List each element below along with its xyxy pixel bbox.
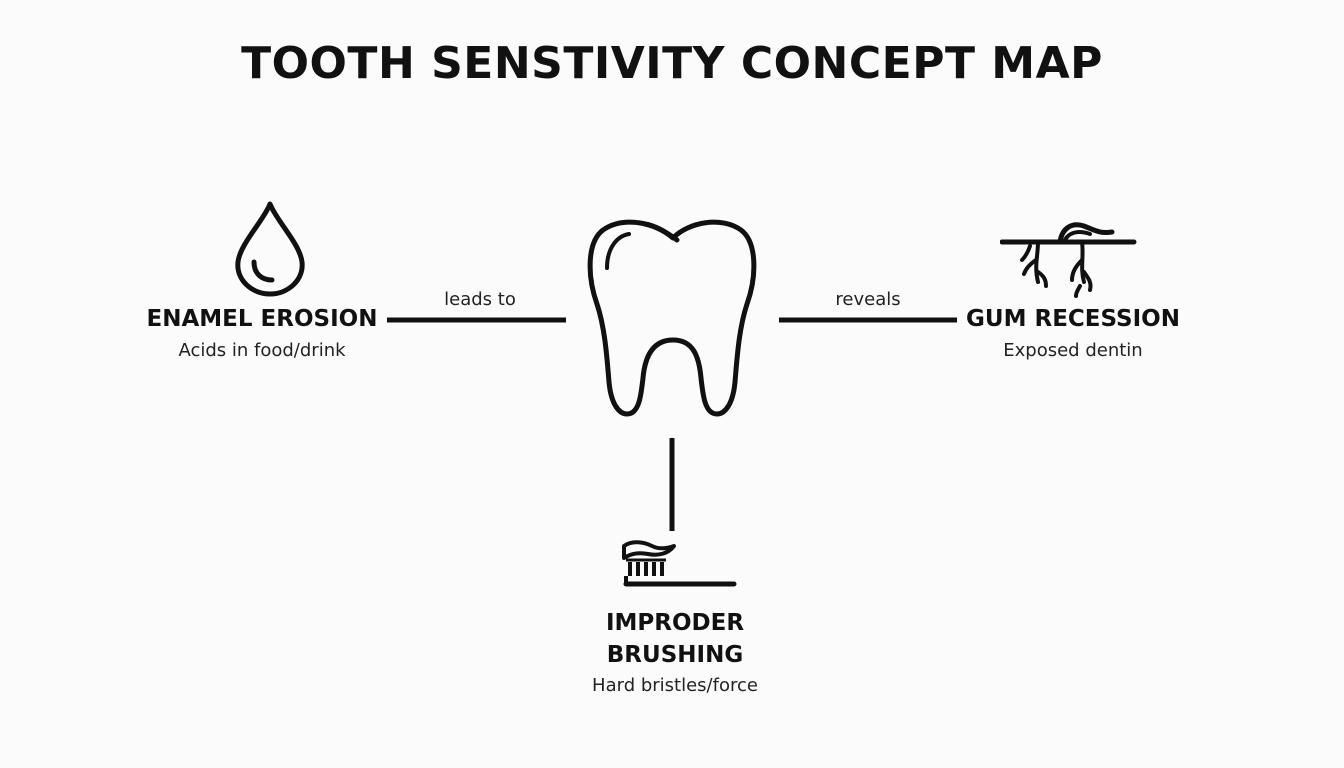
water-drop-icon xyxy=(235,201,305,297)
improper-brushing-title-line1: IMPRODER xyxy=(605,610,745,636)
enamel-erosion-subtitle: Acids in food/drink xyxy=(178,340,346,361)
gum-recession-subtitle: Exposed dentin xyxy=(1003,340,1143,361)
improper-brushing-title-line2: BRUSHING xyxy=(606,642,744,668)
toothbrush-icon xyxy=(622,540,737,587)
gum-recession-title: GUM RECESSION xyxy=(966,306,1180,332)
edge-label-leads-to: leads to xyxy=(444,289,516,310)
edge-label-reveals: reveals xyxy=(835,289,901,310)
diagram-title: TOOTH SENSTIVITY CONCEPT MAP xyxy=(241,38,1103,89)
improper-brushing-subtitle: Hard bristles/force xyxy=(592,675,758,696)
gum-roots-icon xyxy=(1000,222,1137,298)
tooth-icon xyxy=(587,219,757,417)
enamel-erosion-title: ENAMEL EROSION xyxy=(146,306,378,332)
